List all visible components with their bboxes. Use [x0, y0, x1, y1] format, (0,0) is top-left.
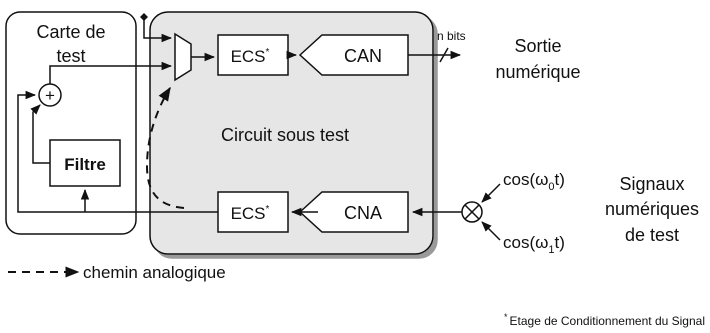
footnote-marker: * [504, 312, 508, 322]
test-signals-label-line2: numériques [605, 199, 699, 219]
ecs-top-box [217, 34, 289, 76]
multiplexer [174, 32, 192, 82]
test-signals-label-line3: de test [625, 225, 679, 245]
output-label-line1: Sortie [514, 36, 561, 56]
filter-box [49, 139, 121, 187]
mixer [461, 201, 483, 223]
filter-label: Filtre [64, 155, 106, 174]
n-bits-label: n bits [437, 29, 466, 43]
output-label-line2: numérique [495, 62, 580, 82]
test-signals-label-line1: Signaux [619, 174, 684, 194]
footnote-text: Etage de Conditionnement du Signal [510, 314, 705, 328]
ecs-top-marker: * [266, 47, 270, 58]
ecs-bottom-marker: * [266, 204, 270, 215]
legend-label: chemin analogique [83, 263, 226, 282]
analog-path-dashed [145, 86, 185, 209]
ecs-top-label: ECS* [231, 47, 270, 66]
adder-plus-sign: + [45, 86, 55, 105]
cos-omega1-label: cos(ω1t) [503, 233, 565, 256]
signal-wires [17, 17, 501, 241]
ecs-bottom-label: ECS* [231, 204, 270, 223]
circuit-label: Circuit sous test [221, 125, 349, 145]
test-board-label-line2: test [56, 46, 85, 66]
cna-box [298, 191, 409, 233]
cos-omega0-label: cos(ω0t) [503, 170, 565, 193]
footnote: *Etage de Conditionnement du Signal [504, 312, 705, 328]
can-label: CAN [344, 46, 382, 66]
test-board-label-line1: Carte de [36, 22, 105, 42]
cna-label: CNA [344, 203, 382, 223]
control-input-marker [140, 13, 148, 21]
